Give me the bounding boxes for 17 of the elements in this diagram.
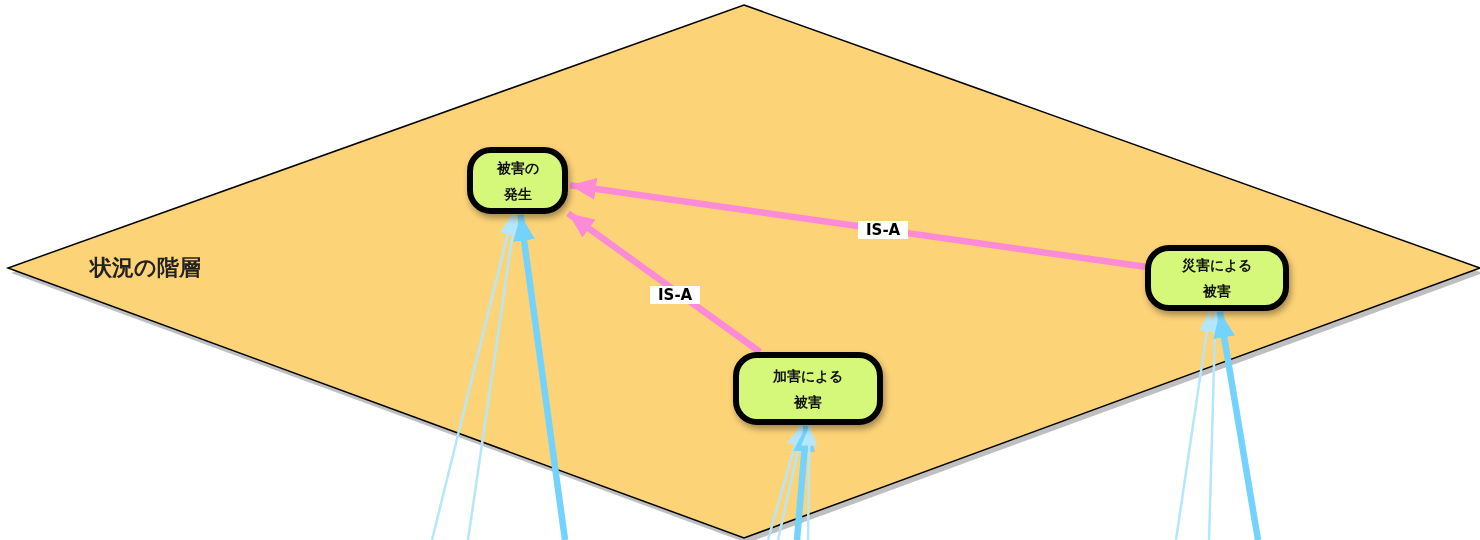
arrow — [466, 214, 521, 540]
layer-title: 状況の階層 — [90, 254, 201, 282]
concept-box: 加害による被害 — [733, 352, 883, 425]
arrow — [801, 425, 818, 540]
concept-box: 被害の発生 — [467, 147, 568, 214]
arrow — [1174, 311, 1215, 540]
edge-label: IS-A — [858, 221, 909, 239]
concept-box: 災害による被害 — [1145, 245, 1289, 311]
arrow — [766, 425, 803, 540]
isa-arrow — [569, 177, 1146, 270]
arrow — [513, 214, 569, 540]
arrow — [430, 214, 516, 540]
isa-arrow — [566, 210, 762, 355]
edge-label: IS-A — [650, 286, 701, 304]
arrow — [793, 425, 816, 540]
arrow — [1213, 311, 1262, 540]
plane-diamond — [8, 5, 1480, 538]
